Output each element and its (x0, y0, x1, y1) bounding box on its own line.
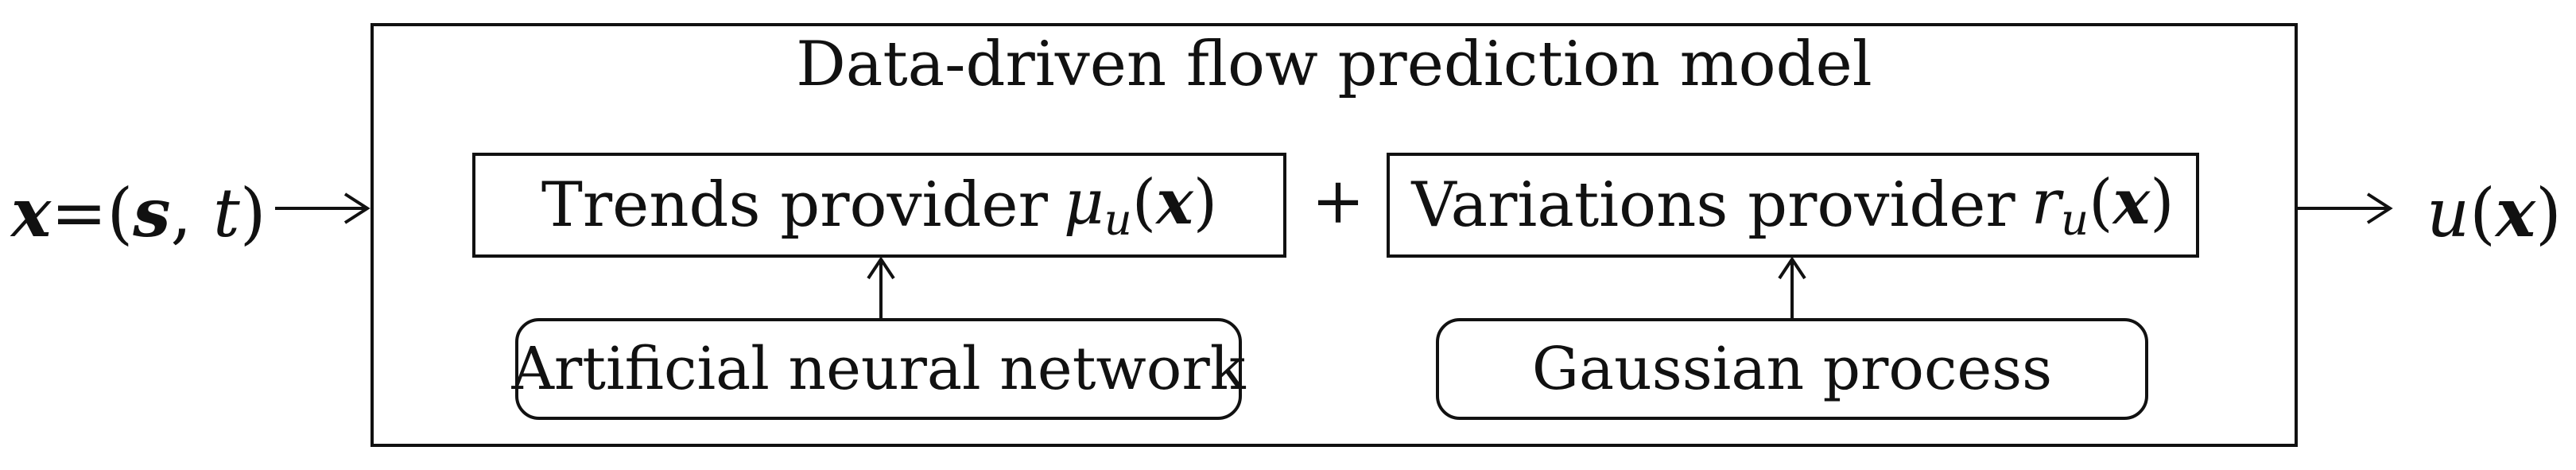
input-arrow (275, 192, 370, 224)
ann-label: Artificial neural network (511, 335, 1246, 403)
ann-to-trends-arrow (867, 256, 895, 318)
output-arg: x (2495, 173, 2535, 252)
variations-provider-box: Variations provider ru(x) (1387, 153, 2199, 258)
input-equals: =( (51, 174, 134, 252)
trends-subscript: u (1104, 193, 1132, 245)
trends-close: ) (1193, 166, 1218, 239)
trends-open: ( (1131, 166, 1157, 239)
variations-subscript: u (2061, 193, 2089, 245)
variations-arg: x (2112, 165, 2151, 239)
trends-provider-label: Trends provider (541, 169, 1048, 241)
trends-mu: μ (1063, 166, 1104, 239)
model-title: Data-driven flow prediction model (796, 29, 1872, 100)
input-space-var: s (133, 173, 171, 252)
input-comma: , (170, 174, 192, 252)
ann-box: Artificial neural network (511, 318, 1246, 420)
output-func: u (2427, 174, 2470, 252)
trends-arg: x (1156, 165, 1193, 239)
variations-close: ) (2150, 166, 2174, 239)
output-label: u(x) (2427, 173, 2562, 252)
input-time-var: t (212, 174, 240, 252)
model-box (370, 23, 2298, 447)
input-label: x=(s, t) (11, 173, 266, 252)
variations-open: ( (2089, 166, 2113, 239)
variations-provider-label: Variations provider (1411, 169, 2015, 241)
output-arrow (2298, 192, 2393, 224)
gp-to-variations-arrow (1778, 256, 1806, 318)
input-close: ) (239, 174, 266, 252)
variations-provider-symbol: ru(x) (2031, 166, 2174, 245)
gp-label: Gaussian process (1531, 335, 2053, 403)
plus-operator: + (1311, 164, 1365, 238)
input-vector: x (11, 173, 52, 252)
trends-provider-box: Trends provider μu(x) (472, 153, 1286, 258)
gaussian-process-box: Gaussian process (1436, 318, 2148, 420)
output-open: ( (2469, 174, 2496, 252)
trends-provider-symbol: μu(x) (1064, 166, 1217, 245)
output-close: ) (2535, 174, 2562, 252)
variations-r: r (2031, 166, 2061, 239)
